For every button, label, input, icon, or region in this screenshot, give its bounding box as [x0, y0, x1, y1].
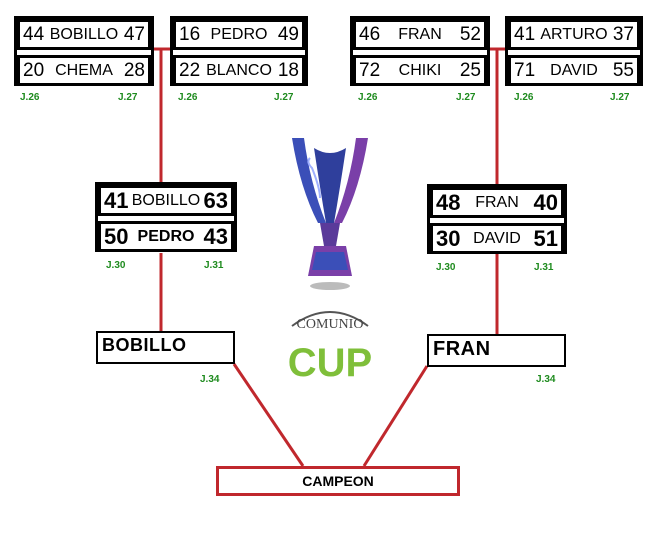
jornada-label: J.26 [514, 92, 534, 103]
score-left: 71 [514, 59, 536, 81]
score-left: 50 [104, 223, 129, 249]
score-left: 22 [179, 59, 201, 81]
finalist-right: FRAN [427, 334, 566, 367]
team-row: 41 BOBILLO 63 [98, 185, 234, 216]
team-name: ARTURO [540, 25, 608, 43]
team-name: DAVID [550, 61, 598, 79]
jornada-label: J.34 [536, 374, 556, 385]
team-name: BLANCO [206, 61, 272, 79]
team-row: 46 FRAN 52 [353, 19, 487, 50]
match-r1-1: 44 BOBILLO 47 20 CHEMA 28 [14, 16, 154, 86]
jornada-label: J.26 [358, 92, 378, 103]
trophy-icon: COMUNIO CUP [288, 138, 372, 385]
team-name: CHIKI [398, 61, 442, 79]
match-semi-2: 48 FRAN 40 30 DAVID 51 [427, 184, 567, 254]
jornada-label: J.27 [118, 92, 138, 103]
champion-box: CAMPEON [216, 466, 460, 496]
logo-top-text: COMUNIO [297, 317, 364, 332]
team-row: 48 FRAN 40 [430, 187, 564, 218]
match-semi-1: 41 BOBILLO 63 50 PEDRO 43 [95, 182, 237, 252]
jornada-label: J.31 [204, 260, 224, 271]
team-row: 41 ARTURO 37 [508, 19, 640, 50]
finalist-name: BOBILLO [102, 335, 187, 355]
team-row: 44 BOBILLO 47 [17, 19, 151, 50]
score-right: 55 [612, 59, 634, 81]
team-row: 20 CHEMA 28 [17, 55, 151, 86]
trophy-logo: COMUNIO CUP [270, 128, 390, 388]
team-name: DAVID [473, 229, 521, 247]
score-right: 40 [533, 189, 558, 215]
score-left: 41 [514, 23, 536, 45]
jornada-label: J.34 [200, 374, 220, 385]
jornada-label: J.26 [20, 92, 40, 103]
score-right: 49 [277, 23, 299, 45]
team-name: FRAN [475, 193, 519, 211]
jornada-label: J.27 [456, 92, 476, 103]
match-r1-3: 46 FRAN 52 72 CHIKI 25 [350, 16, 490, 86]
score-right: 18 [277, 59, 299, 81]
score-left: 72 [359, 59, 381, 81]
score-left: 48 [436, 189, 461, 215]
score-left: 46 [359, 23, 381, 45]
team-row: 22 BLANCO 18 [173, 55, 305, 86]
score-left: 20 [23, 59, 45, 81]
team-row: 30 DAVID 51 [430, 223, 564, 254]
jornada-label: J.30 [106, 260, 126, 271]
score-left: 44 [23, 23, 45, 45]
team-name: CHEMA [55, 61, 113, 79]
score-right: 37 [612, 23, 634, 45]
match-r1-4: 41 ARTURO 37 71 DAVID 55 [505, 16, 643, 86]
score-right: 25 [459, 59, 481, 81]
jornada-label: J.31 [534, 262, 554, 273]
team-row: 72 CHIKI 25 [353, 55, 487, 86]
finalist-name: FRAN [433, 338, 491, 360]
score-right: 63 [203, 187, 228, 213]
match-r1-2: 16 PEDRO 49 22 BLANCO 18 [170, 16, 308, 86]
score-left: 30 [436, 225, 461, 251]
score-right: 43 [203, 223, 228, 249]
score-left: 41 [104, 187, 129, 213]
champion-label: CAMPEON [302, 473, 374, 489]
logo-bottom-text: CUP [288, 341, 372, 385]
score-right: 47 [123, 23, 145, 45]
score-right: 51 [533, 225, 558, 251]
team-name: FRAN [398, 25, 442, 43]
team-row: 71 DAVID 55 [508, 55, 640, 86]
jornada-label: J.27 [610, 92, 630, 103]
finalist-left: BOBILLO [96, 331, 235, 364]
score-left: 16 [179, 23, 201, 45]
team-row: 16 PEDRO 49 [173, 19, 305, 50]
team-name: BOBILLO [49, 25, 119, 43]
jornada-label: J.30 [436, 262, 456, 273]
score-right: 28 [123, 59, 145, 81]
team-name: BOBILLO [131, 191, 201, 209]
team-name: PEDRO [210, 25, 268, 43]
jornada-label: J.26 [178, 92, 198, 103]
team-row: 50 PEDRO 43 [98, 221, 234, 252]
score-right: 52 [459, 23, 481, 45]
jornada-label: J.27 [274, 92, 294, 103]
team-name: PEDRO [137, 227, 195, 245]
